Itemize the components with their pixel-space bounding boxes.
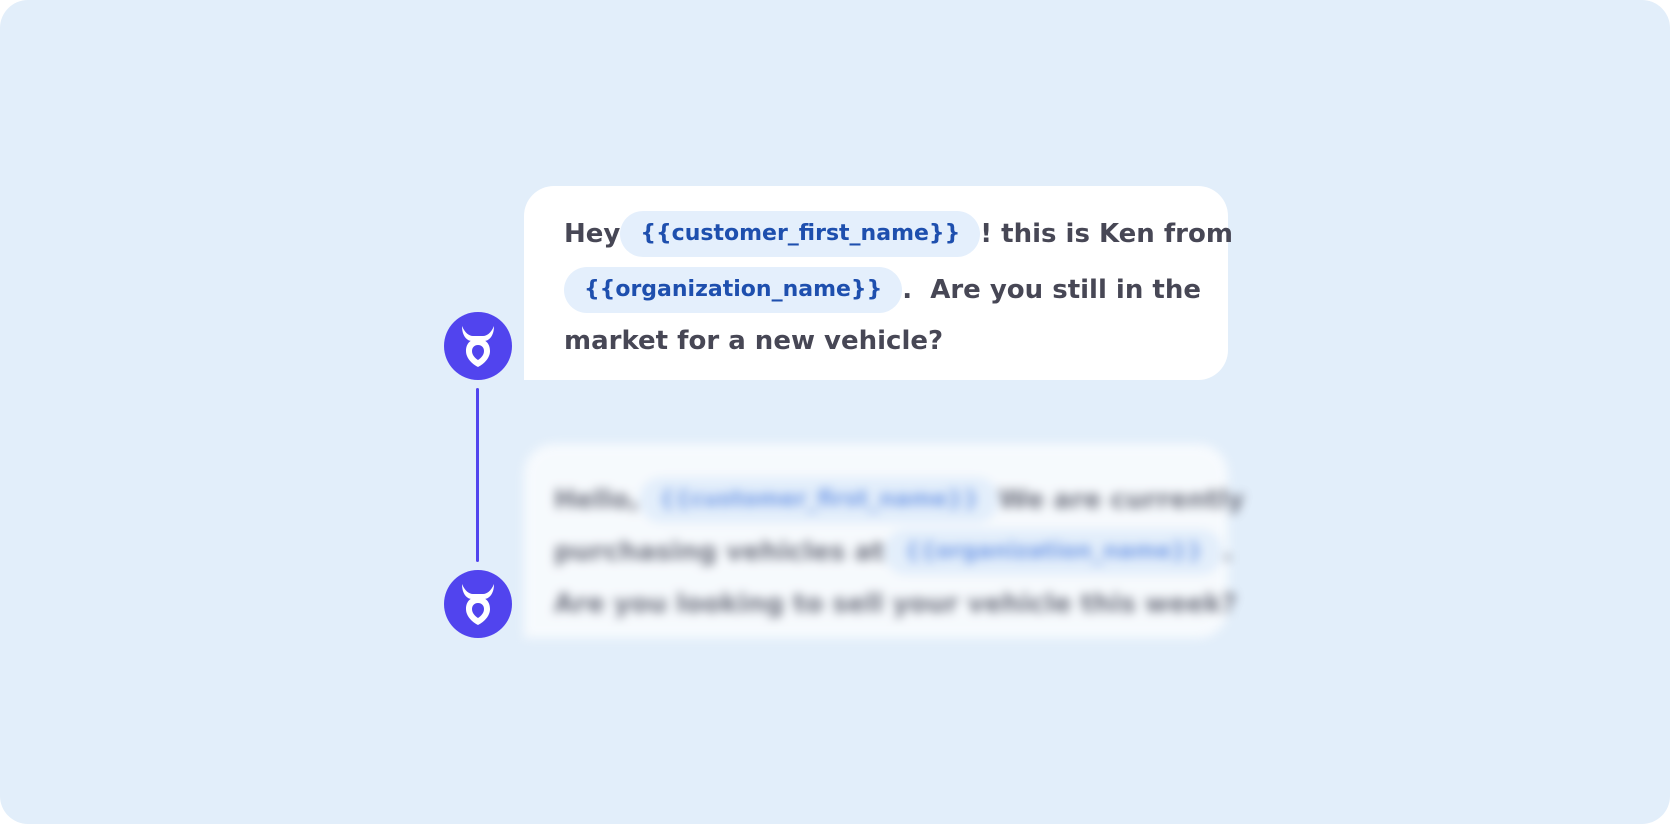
template-variable-chip: {{customer_first_name}} xyxy=(620,211,981,257)
thread-connector-line xyxy=(476,388,479,562)
message-text: ! this is Ken from xyxy=(980,219,1233,249)
bull-head-icon xyxy=(462,326,494,367)
message-text: Are you looking to sell your vehicle thi… xyxy=(554,589,1237,619)
message-bubble: Hey {{customer_first_name}} ! this is Ke… xyxy=(524,186,1233,380)
message-text: We are currently xyxy=(998,485,1245,515)
message-text: . xyxy=(1222,537,1233,567)
message-text: Hey xyxy=(564,219,621,249)
message-bubble-blurred: Hello, {{customer_first_name}} We are cu… xyxy=(524,444,1244,638)
message-text: market for a new vehicle? xyxy=(564,326,944,356)
template-variable-chip: {{organization_name}} xyxy=(884,529,1223,575)
sender-avatar xyxy=(444,312,512,380)
sender-avatar xyxy=(444,570,512,638)
template-variable-chip: {{customer_first_name}} xyxy=(638,477,999,523)
message-text: Hello, xyxy=(554,485,639,515)
message-text: purchasing vehicles at xyxy=(554,537,885,567)
template-variable-chip: {{organization_name}} xyxy=(564,267,903,313)
bull-head-icon xyxy=(462,584,494,625)
message-text: . Are you still in the xyxy=(902,275,1201,305)
